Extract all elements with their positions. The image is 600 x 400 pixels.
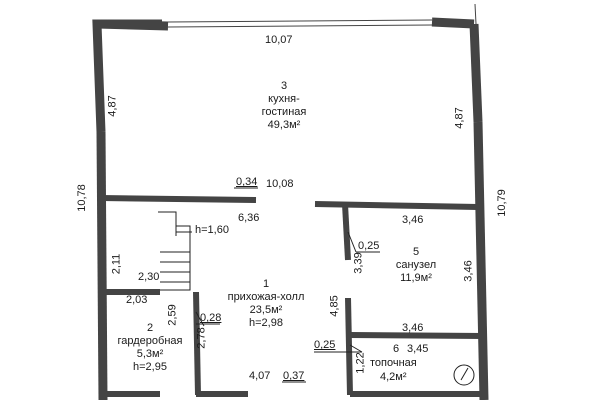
dim-boiler-width: 3,46 [402,322,424,334]
dim-wardrobe-278: 2,78 [195,327,208,349]
dim-wall-1008: 10,08 [266,178,294,190]
room-wardrobe-height: h=2,95 [133,361,167,373]
wall-bath-left [342,203,351,261]
room-hall-name: прихожая-холл [227,291,305,303]
room-kitchen-name-2: гостиная [261,106,307,118]
window-top-inner [167,24,433,28]
dim-bath-width: 3,46 [402,214,424,226]
inner-walls [100,195,485,397]
room-boiler-area: 4,2м² [380,371,407,383]
room-hall-area: 23,5м² [249,304,283,316]
boiler-symbol [453,364,475,386]
window-top [167,19,433,23]
dim-left-upper: 4,87 [106,95,119,117]
window-right [472,23,478,123]
dim-bottom-407: 4,07 [249,370,271,382]
room-hall-label: 1 прихожая-холл 23,5м² h=2,98 [218,278,314,330]
room-bath-name: санузел [395,259,437,271]
outer-wall-left-lower [96,131,108,400]
room-wardrobe-label: 2 гардеробная 5,3м² h=2,95 [108,322,192,374]
wall-hall-right [345,297,353,396]
room-kitchen-label: 3 кухня- гостиная 49,3м² [248,80,320,132]
stair-outline [158,211,191,291]
room-boiler-name: топочная [370,357,417,369]
room-kitchen-number: 3 [280,80,288,92]
dim-right-upper: 4,87 [453,107,466,129]
outer-wall-right-top [469,23,483,123]
dim-stair-230: 2,30 [138,271,160,283]
wall-wardrobe-right [193,291,201,396]
room-kitchen-area: 49,3м² [267,119,301,131]
room-boiler-number: 6 [393,343,400,355]
wall-kitchen-left [100,195,257,203]
window-right-lower [481,269,485,313]
dim-door-028: 0,28 [200,312,222,324]
wall-kitchen-right [314,201,479,210]
stair [158,211,192,291]
dim-boiler-345: 3,45 [407,343,429,355]
dim-boiler-122: 1,22 [354,352,367,374]
dim-bath-right: 3,46 [462,260,475,282]
room-hall-height: h=2,98 [249,317,283,329]
dim-top-width: 10,07 [265,34,293,46]
door-bath [347,231,357,253]
outer-walls [92,17,489,400]
dim-hall-485: 4,85 [328,295,341,317]
boiler-circle [453,364,475,386]
room-wardrobe-area: 5,3м² [136,348,164,360]
room-wardrobe-name: гардеробная [117,335,183,347]
dim-right-total: 10,79 [495,189,508,217]
window-openings [94,3,485,313]
door-boiler [349,344,363,353]
dim-bottom-037: 0,37 [283,370,305,382]
boiler-mark [460,367,469,381]
dim-boiler-door: 0,25 [314,339,336,351]
room-wardrobe-number: 2 [146,322,154,334]
room-bath-area: 11,9м² [400,272,432,284]
dim-bath-door: 0,25 [358,240,380,252]
dim-left-total: 10,78 [75,184,88,212]
dim-wall-636: 6,36 [238,212,260,224]
dim-left-211: 2,11 [110,253,123,275]
leader-lines [196,187,380,383]
room-hall-number: 1 [262,278,270,290]
dim-wardrobe-width: 2,03 [126,294,148,306]
dim-bath-height: 3,39 [352,252,365,274]
dim-wall-034: 0,34 [236,176,258,188]
window-top-right-mark [474,3,477,25]
room-bath-number: 5 [412,246,420,258]
room-bath-label: 5 санузел 11,9м² [382,246,450,285]
window-left [94,23,100,133]
outer-wall-right-lower [473,121,489,400]
outer-wall-top-right [431,17,475,29]
room-kitchen-name-1: кухня- [268,93,300,105]
stair-height-label: h=1,60 [195,224,229,236]
dim-wardrobe-259: 2,59 [166,304,179,326]
wall-boiler-top [349,332,485,339]
outer-wall-top-left [96,19,169,31]
